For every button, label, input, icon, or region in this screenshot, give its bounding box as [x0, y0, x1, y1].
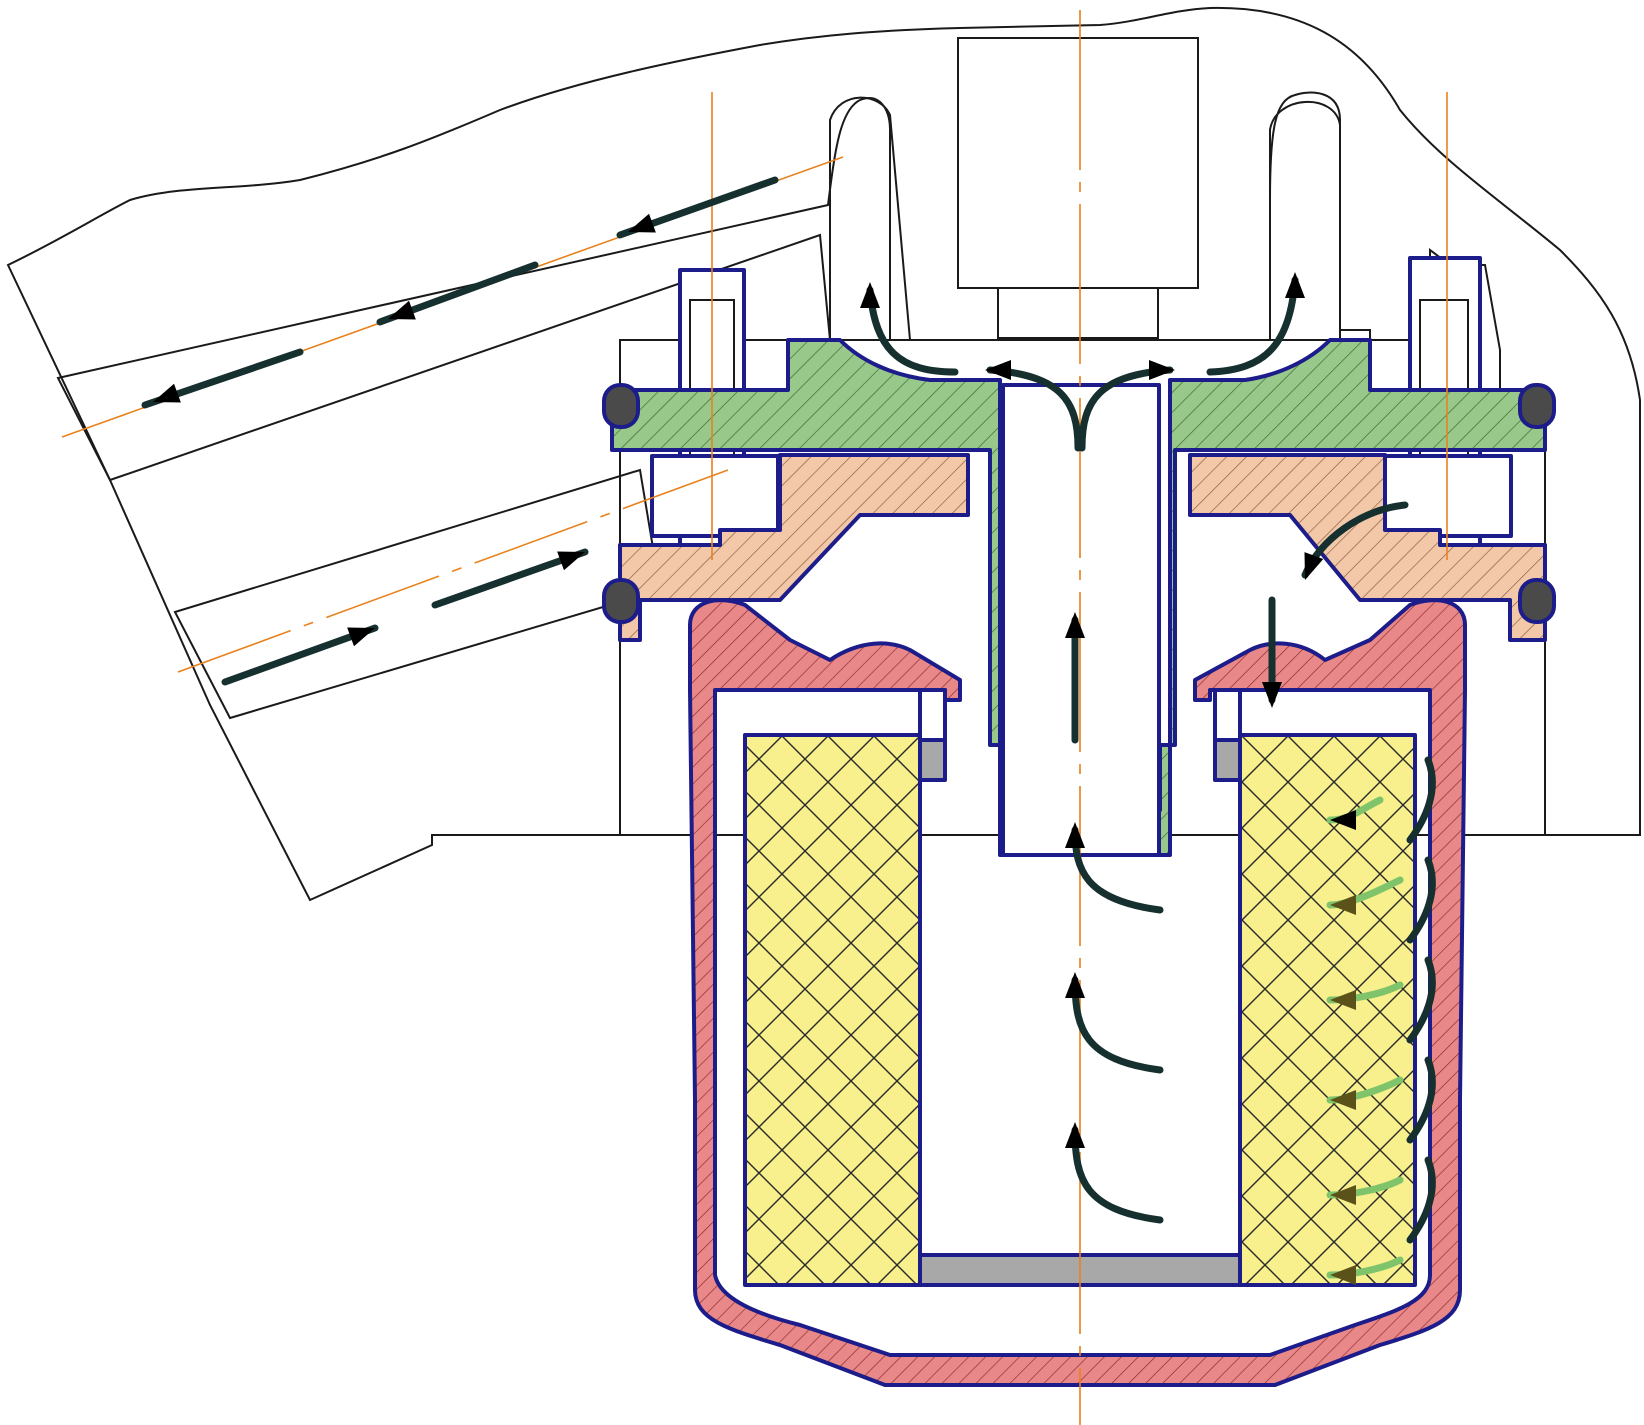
flow-arrow-up-left: [866, 286, 959, 376]
flow-arrow-head: [1304, 552, 1324, 580]
flow-arrow-wave: [1406, 1156, 1436, 1244]
flow-arrow-head: [347, 627, 375, 647]
flow-arrow-head: [985, 360, 1011, 380]
flow-arrow-head-media: [1330, 1090, 1356, 1110]
flow-arrow-head: [1149, 360, 1175, 380]
flow-arrow-head: [557, 551, 585, 571]
flow-arrow-head: [628, 213, 656, 233]
flow-arrow-head-media: [1330, 990, 1356, 1010]
filter-canister: [688, 598, 1467, 1387]
flow-arrow-up-right: [1206, 276, 1299, 376]
flow-arrow-head-media: [1330, 895, 1356, 915]
filter-element: [743, 688, 1417, 1287]
flow-arrow-head-media: [1330, 1185, 1356, 1205]
flow-arrow-head-media: [1330, 1265, 1356, 1285]
flow-arrow-return: [1071, 976, 1164, 1074]
base-plate: [618, 453, 1547, 642]
flow-arrow-head: [153, 383, 181, 403]
inlet-oil-channel: [173, 468, 662, 720]
flow-arrow-split-right: [1078, 366, 1174, 452]
flow-arrow-head: [1065, 822, 1085, 848]
mounting-flange: [610, 338, 1547, 857]
flow-arrow-head: [1262, 682, 1282, 708]
flow-arrow-wave: [1406, 1056, 1436, 1144]
flow-arrow-head: [388, 300, 416, 320]
flow-arrow-wave: [1406, 756, 1436, 844]
flow-arrow-head-media: [1330, 810, 1356, 830]
flow-arrow-head: [1065, 972, 1085, 998]
flow-arrows: [141, 176, 1436, 1285]
flow-arrow-inlet: [221, 624, 379, 686]
flow-arrow-head: [1065, 1122, 1085, 1148]
center-tube: [1001, 383, 1161, 857]
flow-arrow-return: [1071, 1126, 1164, 1224]
flow-arrow-wave: [1406, 856, 1436, 944]
flow-arrow-inlet: [431, 548, 589, 609]
o-ring-seals: [602, 383, 1556, 624]
flow-arrow-wave: [1406, 956, 1436, 1044]
flow-arrow-head: [1065, 612, 1085, 638]
flow-arrow-head: [1285, 272, 1305, 298]
flow-arrow-split-left: [986, 366, 1082, 452]
flow-arrow-head: [860, 282, 880, 308]
outlet-oil-channel: [56, 97, 891, 482]
